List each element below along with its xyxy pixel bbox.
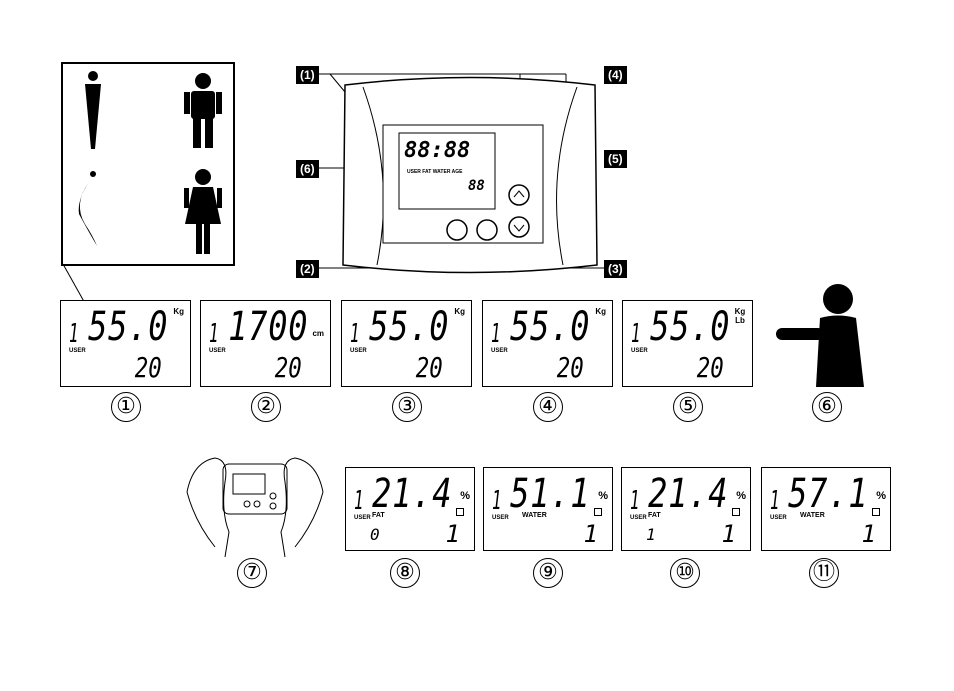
device-lcd-top: 88:88 [404,138,494,163]
device-button-3 [477,220,497,240]
step-4: ④ [533,392,563,422]
callout-6: (6) [296,160,319,178]
device-down-button [509,217,529,237]
step-3: ③ [392,392,422,422]
device-lcd-bottom: 88 [468,178,485,194]
lcd-panel-11: 1 57.1 % USER WATER 1 [761,467,891,551]
step-11: ⑪ [809,558,839,588]
lcd-panel-1: 1 55.0 Kg USER 20 [60,300,191,387]
device-up-button [509,185,529,205]
device-button-2 [447,220,467,240]
lcd-panel-3: 1 55.0 Kg USER 20 [341,300,472,387]
lcd-panel-9: 1 51.1 % USER WATER 1 [483,467,613,551]
callout-3: (3) [604,260,627,278]
step-2: ② [251,392,281,422]
lcd-panel-10: 1 21.4 % USER FAT 1 1 [621,467,751,551]
lcd-panel-5: 1 55.0 Kg Lb USER 20 [622,300,753,387]
lcd-panel-4: 1 55.0 Kg USER 20 [482,300,613,387]
step-7: ⑦ [237,558,267,588]
step-5: ⑤ [673,392,703,422]
person-pointing-icon [772,283,867,388]
callout-1: (1) [296,66,319,84]
step-10: ⑩ [670,558,700,588]
step-1: ① [111,392,141,422]
hands-holding-device-icon [185,452,325,562]
lcd-panel-8: 1 21.4 % USER FAT 0 1 [345,467,475,551]
device-lcd-labels: USER FAT WATER AGE [407,169,462,175]
step-6: ⑥ [812,392,842,422]
callout-4: (4) [604,66,627,84]
lcd-panel-2: 1 1700 cm USER 20 [200,300,331,387]
callout-5: (5) [604,150,627,168]
step-9: ⑨ [533,558,563,588]
callout-2: (2) [296,260,319,278]
step-8: ⑧ [390,558,420,588]
